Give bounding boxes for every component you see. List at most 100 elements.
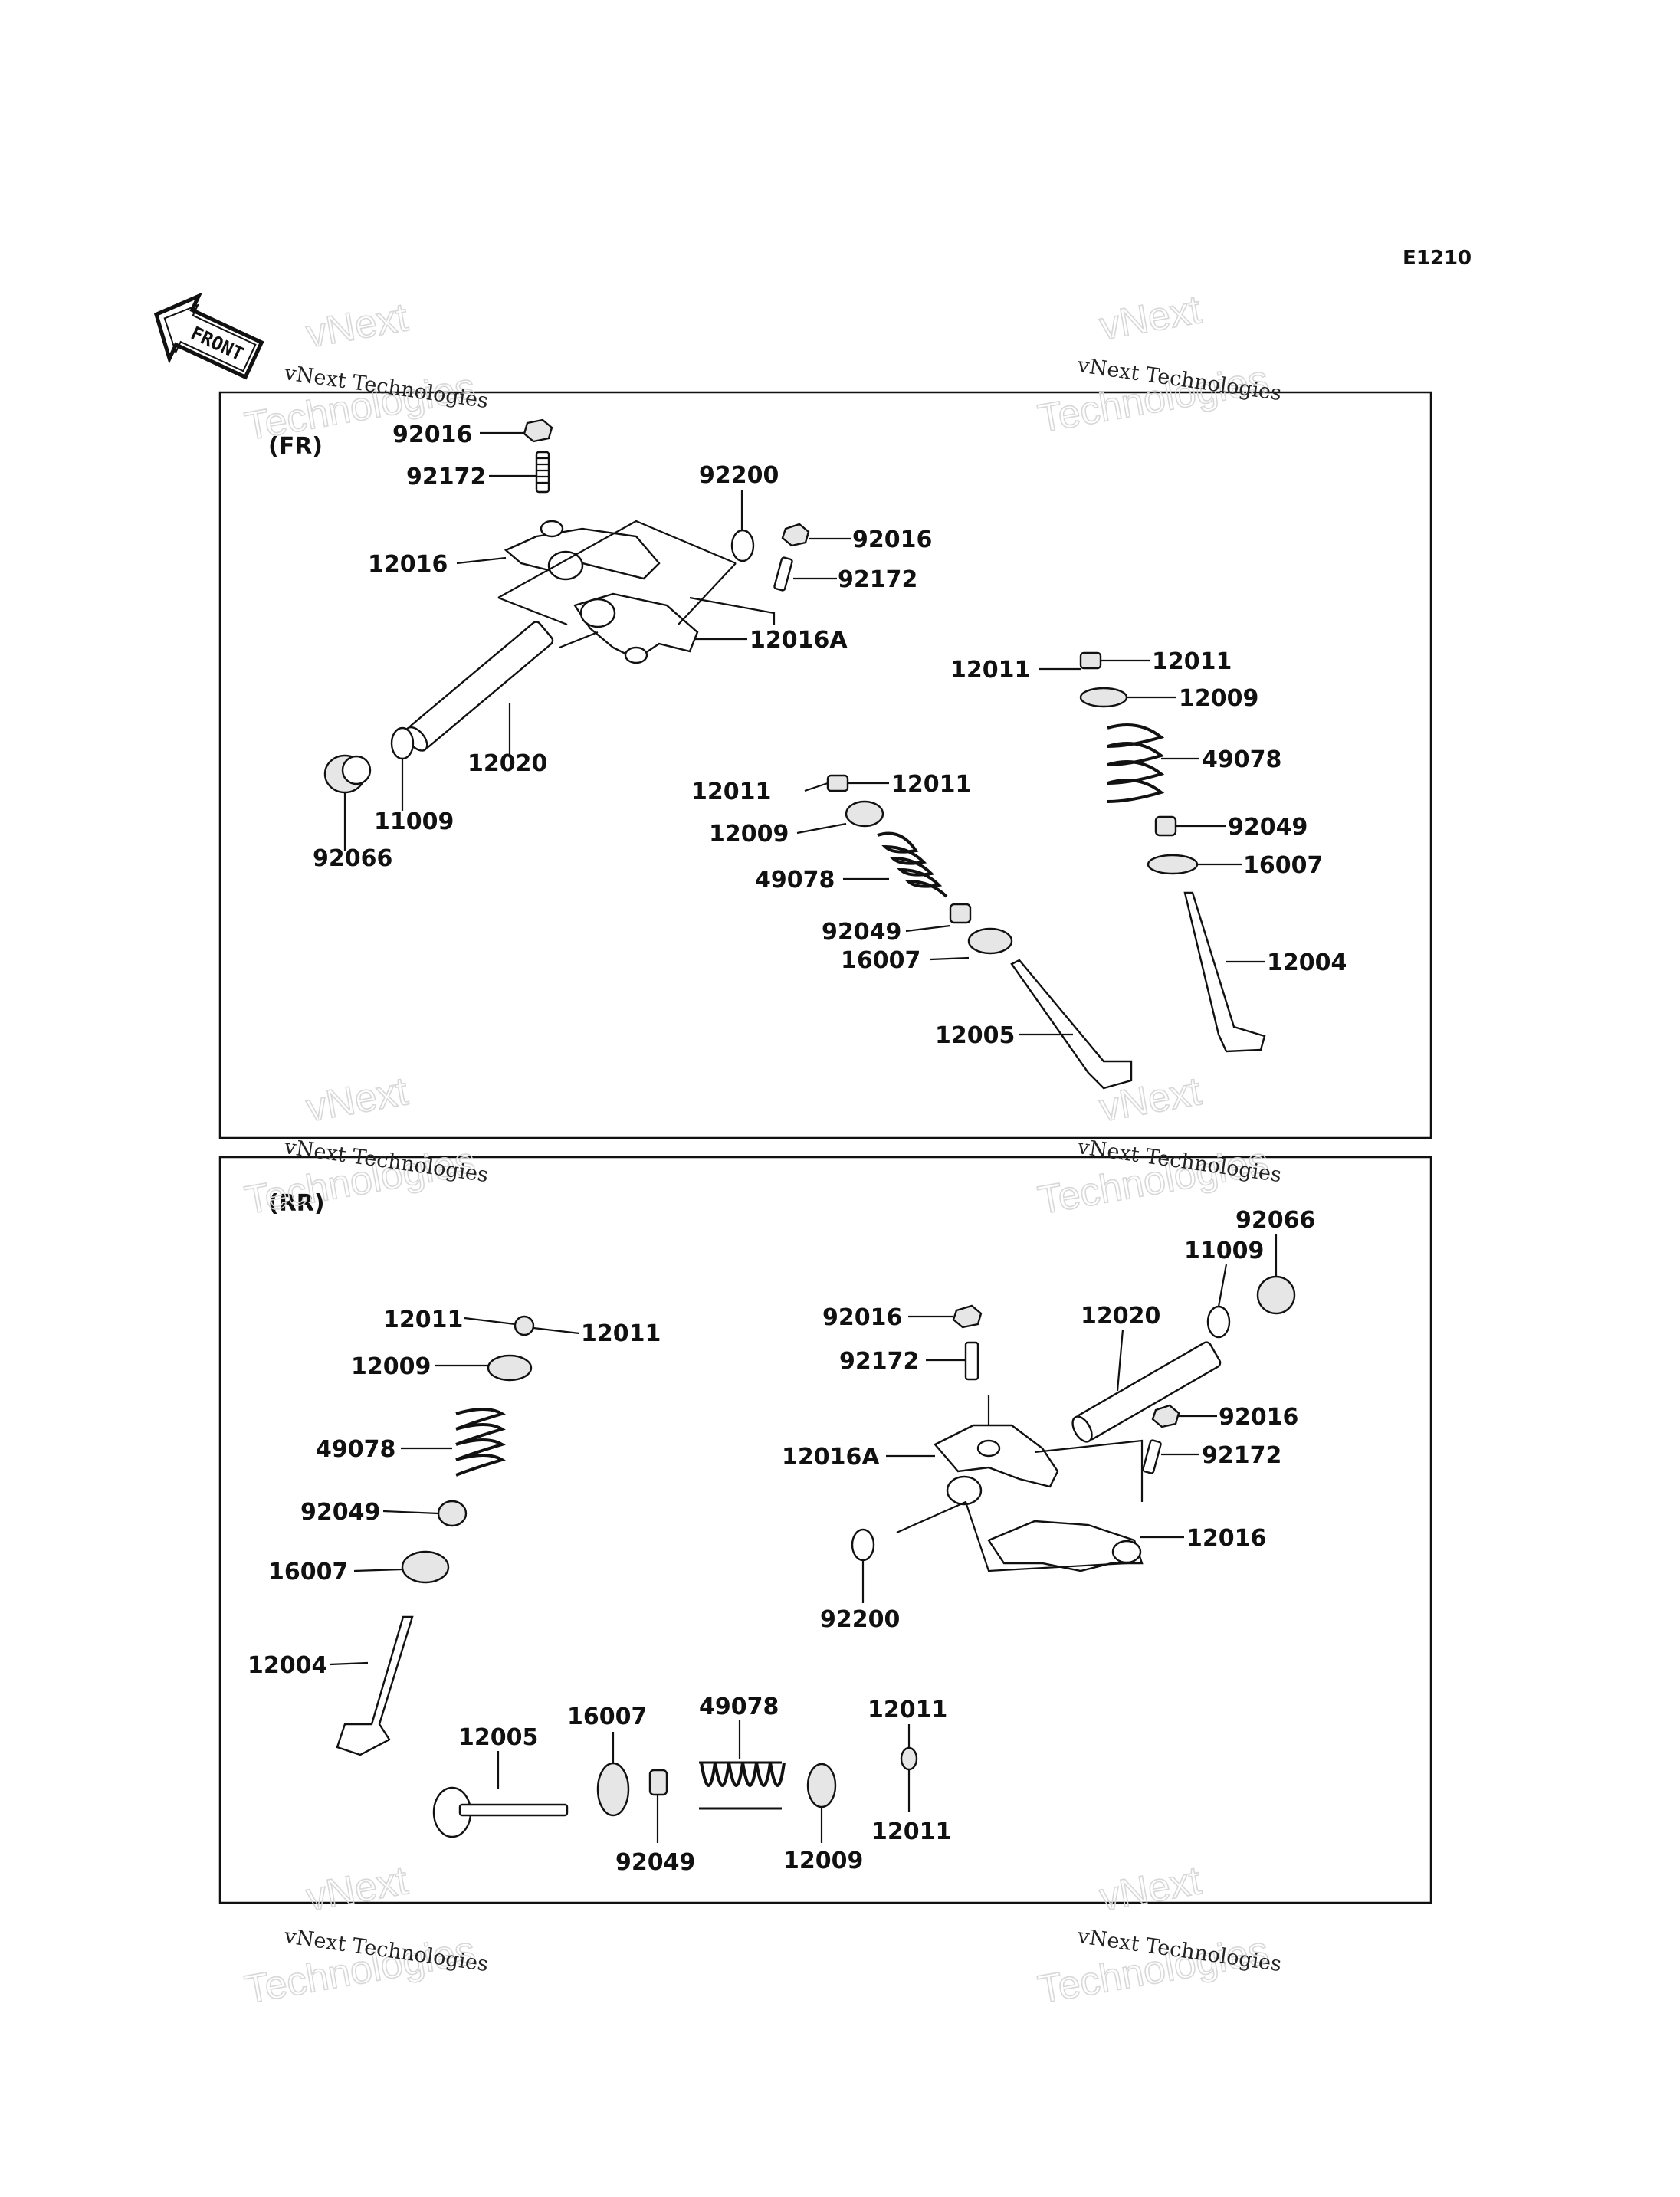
fr-in-seat-icon bbox=[967, 927, 1013, 955]
fr-ex-cotter-icon bbox=[1079, 651, 1102, 670]
fr-section-title: (FR) bbox=[268, 433, 323, 460]
fr-nut-b-icon bbox=[781, 523, 810, 547]
fr-rocker-shaft-icon bbox=[405, 621, 554, 752]
part-label: 49078 bbox=[755, 867, 835, 894]
part-label: 92200 bbox=[699, 462, 779, 489]
part-label: 12011 bbox=[891, 771, 971, 798]
part-label: 12016A bbox=[782, 1444, 880, 1471]
part-label: 92016 bbox=[852, 526, 932, 553]
rr-b-seat-icon bbox=[596, 1762, 630, 1817]
watermark: vNext Technologies vNext Technologies bbox=[1034, 1068, 1283, 1224]
part-label: 92172 bbox=[839, 1348, 919, 1375]
watermark: vNext Technologies vNext Technologies bbox=[241, 1858, 490, 2013]
part-label: 11009 bbox=[1184, 1238, 1264, 1264]
part-label: 12011 bbox=[691, 779, 771, 805]
leader-lines bbox=[329, 431, 1278, 1843]
watermark: vNext Technologies vNext Technologies bbox=[241, 1068, 490, 1224]
diagram-code: E1210 bbox=[1403, 247, 1472, 270]
part-label: 49078 bbox=[316, 1436, 395, 1463]
part-label: 16007 bbox=[1243, 852, 1323, 879]
part-label: 12011 bbox=[950, 657, 1030, 684]
fr-stud-b-icon bbox=[773, 556, 793, 592]
rr-washer-92200-icon bbox=[851, 1528, 875, 1562]
fr-in-spring-icon bbox=[877, 831, 948, 898]
part-label: 12009 bbox=[1179, 685, 1258, 712]
fr-ex-spring-icon bbox=[1107, 723, 1165, 803]
rr-stud-b-icon bbox=[1142, 1439, 1162, 1474]
fr-ex-seat-icon bbox=[1147, 854, 1199, 875]
front-arrow-icon: FRONT bbox=[153, 292, 264, 380]
part-label: 92200 bbox=[820, 1606, 900, 1633]
fr-section-frame bbox=[218, 391, 1432, 1139]
rr-plug-92066-icon bbox=[1256, 1275, 1296, 1315]
fr-in-valve-icon bbox=[1010, 959, 1133, 1090]
part-label: 16007 bbox=[268, 1559, 348, 1585]
rr-spring-icon bbox=[455, 1408, 506, 1477]
rr-section-title: (RR) bbox=[268, 1190, 325, 1217]
fr-in-seal-icon bbox=[949, 903, 972, 924]
part-label: 12004 bbox=[248, 1652, 327, 1679]
part-label: 92016 bbox=[822, 1304, 902, 1331]
part-label: 12016 bbox=[1186, 1525, 1266, 1552]
part-label: 12004 bbox=[1267, 949, 1347, 976]
fr-ex-valve-icon bbox=[1183, 891, 1266, 1053]
part-label: 49078 bbox=[1202, 746, 1281, 773]
part-label: 92049 bbox=[1228, 814, 1308, 841]
part-label: 92172 bbox=[406, 464, 486, 490]
rr-rocker-shaft-icon bbox=[1071, 1341, 1222, 1443]
rr-nut-b-icon bbox=[1151, 1404, 1180, 1428]
part-label: 12005 bbox=[935, 1022, 1015, 1049]
rr-nut-icon bbox=[952, 1304, 983, 1329]
svg-text:vNext: vNext bbox=[1096, 287, 1205, 349]
part-label: 12016A bbox=[750, 627, 848, 654]
rr-exhaust-valve-icon bbox=[336, 1615, 414, 1756]
part-label: 92049 bbox=[822, 919, 901, 946]
part-label: 12011 bbox=[1152, 648, 1232, 675]
part-label: 12011 bbox=[581, 1320, 661, 1347]
part-label: 12009 bbox=[783, 1848, 863, 1874]
part-labels: 92016 92172 92200 92016 92172 12016 1201… bbox=[248, 421, 1347, 1876]
rr-rocker-arm-a-icon bbox=[934, 1424, 1059, 1506]
rr-b-retainer-icon bbox=[806, 1763, 837, 1808]
fr-nut-icon bbox=[523, 418, 553, 443]
part-label: 92049 bbox=[615, 1849, 695, 1876]
part-label: 92016 bbox=[1219, 1404, 1298, 1431]
rr-section-frame bbox=[218, 1156, 1432, 1904]
part-label: 49078 bbox=[699, 1694, 779, 1720]
svg-text:vNext: vNext bbox=[303, 295, 412, 356]
rr-gasket-11009-icon bbox=[1206, 1305, 1231, 1339]
part-label: 92049 bbox=[300, 1499, 380, 1526]
part-label: 12009 bbox=[351, 1353, 431, 1380]
watermarks: vNext Technologies vNext Technologies vN… bbox=[241, 287, 1283, 2013]
fr-gasket-11009-icon bbox=[390, 726, 415, 760]
part-label: 12005 bbox=[458, 1724, 538, 1751]
part-label: 12016 bbox=[368, 551, 448, 578]
rr-b-seal-icon bbox=[648, 1769, 668, 1796]
rr-stud-icon bbox=[964, 1341, 979, 1381]
svg-text:vNext: vNext bbox=[1096, 1858, 1205, 1920]
part-label: 12011 bbox=[868, 1697, 947, 1723]
part-label: 92066 bbox=[313, 845, 392, 872]
fr-washer-92200-icon bbox=[730, 529, 755, 562]
fr-ex-retainer-icon bbox=[1079, 687, 1128, 708]
fr-ex-seal-icon bbox=[1154, 815, 1177, 837]
fr-in-cotter-icon bbox=[826, 774, 849, 792]
svg-text:vNext: vNext bbox=[303, 1858, 412, 1920]
fr-rocker-arm-icon bbox=[504, 520, 661, 581]
part-label: 12009 bbox=[709, 821, 789, 848]
part-label: 92172 bbox=[1202, 1442, 1281, 1469]
part-label: 16007 bbox=[841, 947, 920, 974]
watermark: vNext Technologies vNext Technologies bbox=[1034, 287, 1283, 442]
part-label: 92066 bbox=[1235, 1207, 1315, 1234]
part-label: 12011 bbox=[383, 1307, 463, 1333]
part-label: 12020 bbox=[468, 750, 547, 777]
rr-cotter-icon bbox=[514, 1315, 535, 1336]
rr-b-cotter-icon bbox=[900, 1746, 918, 1771]
part-label: 16007 bbox=[567, 1703, 647, 1730]
fr-plug-92066-icon bbox=[323, 754, 372, 794]
svg-text:vNext: vNext bbox=[303, 1069, 412, 1130]
fr-in-retainer-icon bbox=[845, 800, 884, 828]
rr-retainer-icon bbox=[487, 1354, 533, 1382]
part-label: 12020 bbox=[1081, 1303, 1160, 1330]
